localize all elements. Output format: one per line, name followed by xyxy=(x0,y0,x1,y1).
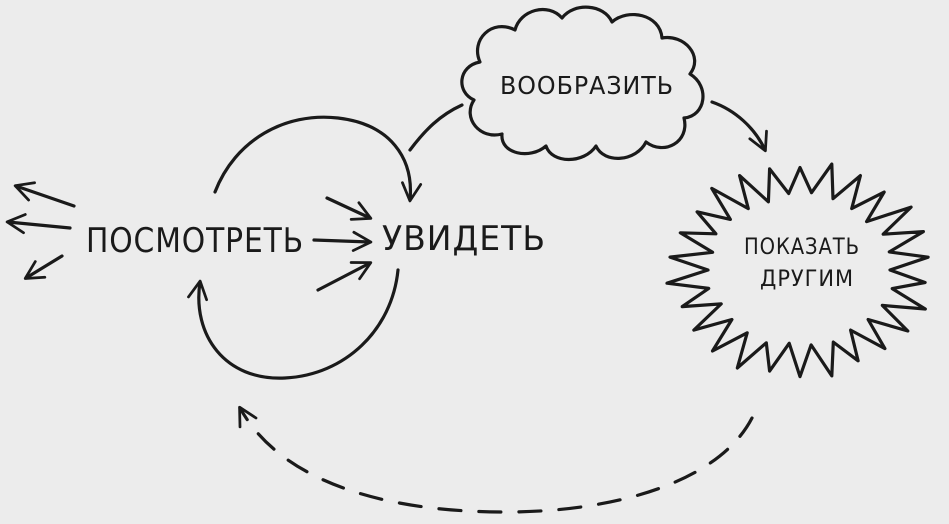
connector-see-to-imagine xyxy=(408,103,464,152)
imagine-cloud-shape xyxy=(460,5,705,161)
outgoing-arrows-left xyxy=(5,181,76,280)
arrow-out-upper-left xyxy=(13,181,76,208)
node-show-label-line1: ПОКАЗАТЬ xyxy=(744,235,860,260)
arrows-look-to-see xyxy=(312,196,373,292)
node-imagine-label: ВООБРАЗИТЬ xyxy=(500,71,674,100)
node-show-label-line2: ДРУГИМ xyxy=(760,267,854,292)
arrow-out-left xyxy=(5,213,72,235)
show-starburst-shape xyxy=(665,162,930,379)
node-look-label: ПОСМОТРЕТЬ xyxy=(86,221,304,261)
loop-arrow-upper xyxy=(213,115,423,203)
arrow-imagine-to-show xyxy=(710,100,768,153)
arrow-look-see-lower xyxy=(316,261,373,292)
arrow-out-lower-left xyxy=(23,254,64,280)
dashed-return-arrow xyxy=(238,405,754,514)
loop-arrow-lower xyxy=(187,268,400,380)
arrow-look-see-upper xyxy=(325,196,373,221)
node-see-label: УВИДЕТЬ xyxy=(382,219,546,259)
arrow-look-see-middle xyxy=(312,230,373,252)
